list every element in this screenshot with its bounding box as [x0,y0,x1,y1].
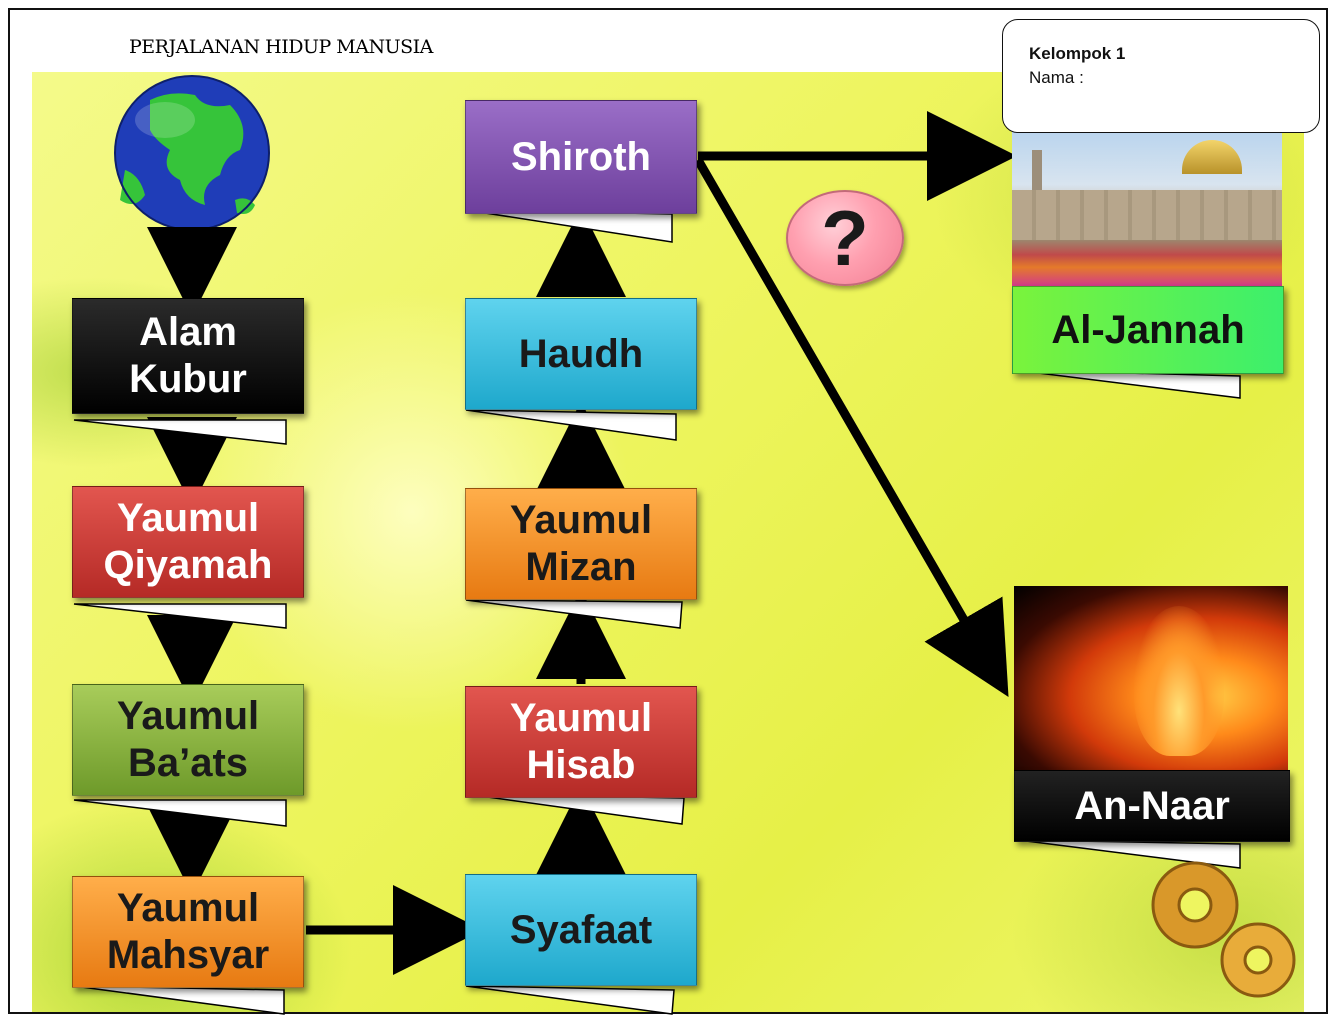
stage-label: Yaumul Hisab [509,696,653,787]
globe-icon [114,75,270,231]
destination-label: Al-Jannah [1051,307,1245,352]
stage-label: Yaumul Mizan [509,498,653,589]
stage-label: Yaumul Mahsyar [106,886,270,977]
stage-shiroth: Shiroth [465,100,697,214]
stage-label: Yaumul Ba’ats [116,694,260,785]
question-mark-icon: ? [786,190,904,286]
stage-label: Alam Kubur [129,310,247,401]
stage-label: Shiroth [511,134,651,179]
naar-fire-image [1014,586,1288,770]
stage-yaumul-baats: Yaumul Ba’ats [72,684,304,796]
stage-yaumul-mizan: Yaumul Mizan [465,488,697,600]
destination-al-jannah: Al-Jannah [1012,286,1284,374]
stage-yaumul-qiyamah: Yaumul Qiyamah [72,486,304,598]
stage-label: Syafaat [509,907,653,952]
group-info-box: Kelompok 1 Nama : [1002,19,1320,133]
destination-an-naar: An-Naar [1014,770,1290,842]
stage-alam-kubur: Alam Kubur [72,298,304,414]
stage-yaumul-hisab: Yaumul Hisab [465,686,697,798]
label-tabs [73,209,1241,1015]
jannah-image [1012,130,1282,286]
group-name-label: Nama : [1029,68,1084,87]
arrow-shiroth-to-naar [694,157,1009,697]
stage-yaumul-mahsyar: Yaumul Mahsyar [72,876,304,988]
stage-label: Haudh [518,331,644,376]
page-title: PERJALANAN HIDUP MANUSIA [129,36,433,58]
stage-haudh: Haudh [465,298,697,410]
gears-decoration [1151,861,1296,998]
stage-syafaat: Syafaat [465,874,697,986]
stage-label: Yaumul Qiyamah [103,496,273,587]
group-title: Kelompok 1 [1029,44,1126,63]
destination-label: An-Naar [1074,783,1230,828]
